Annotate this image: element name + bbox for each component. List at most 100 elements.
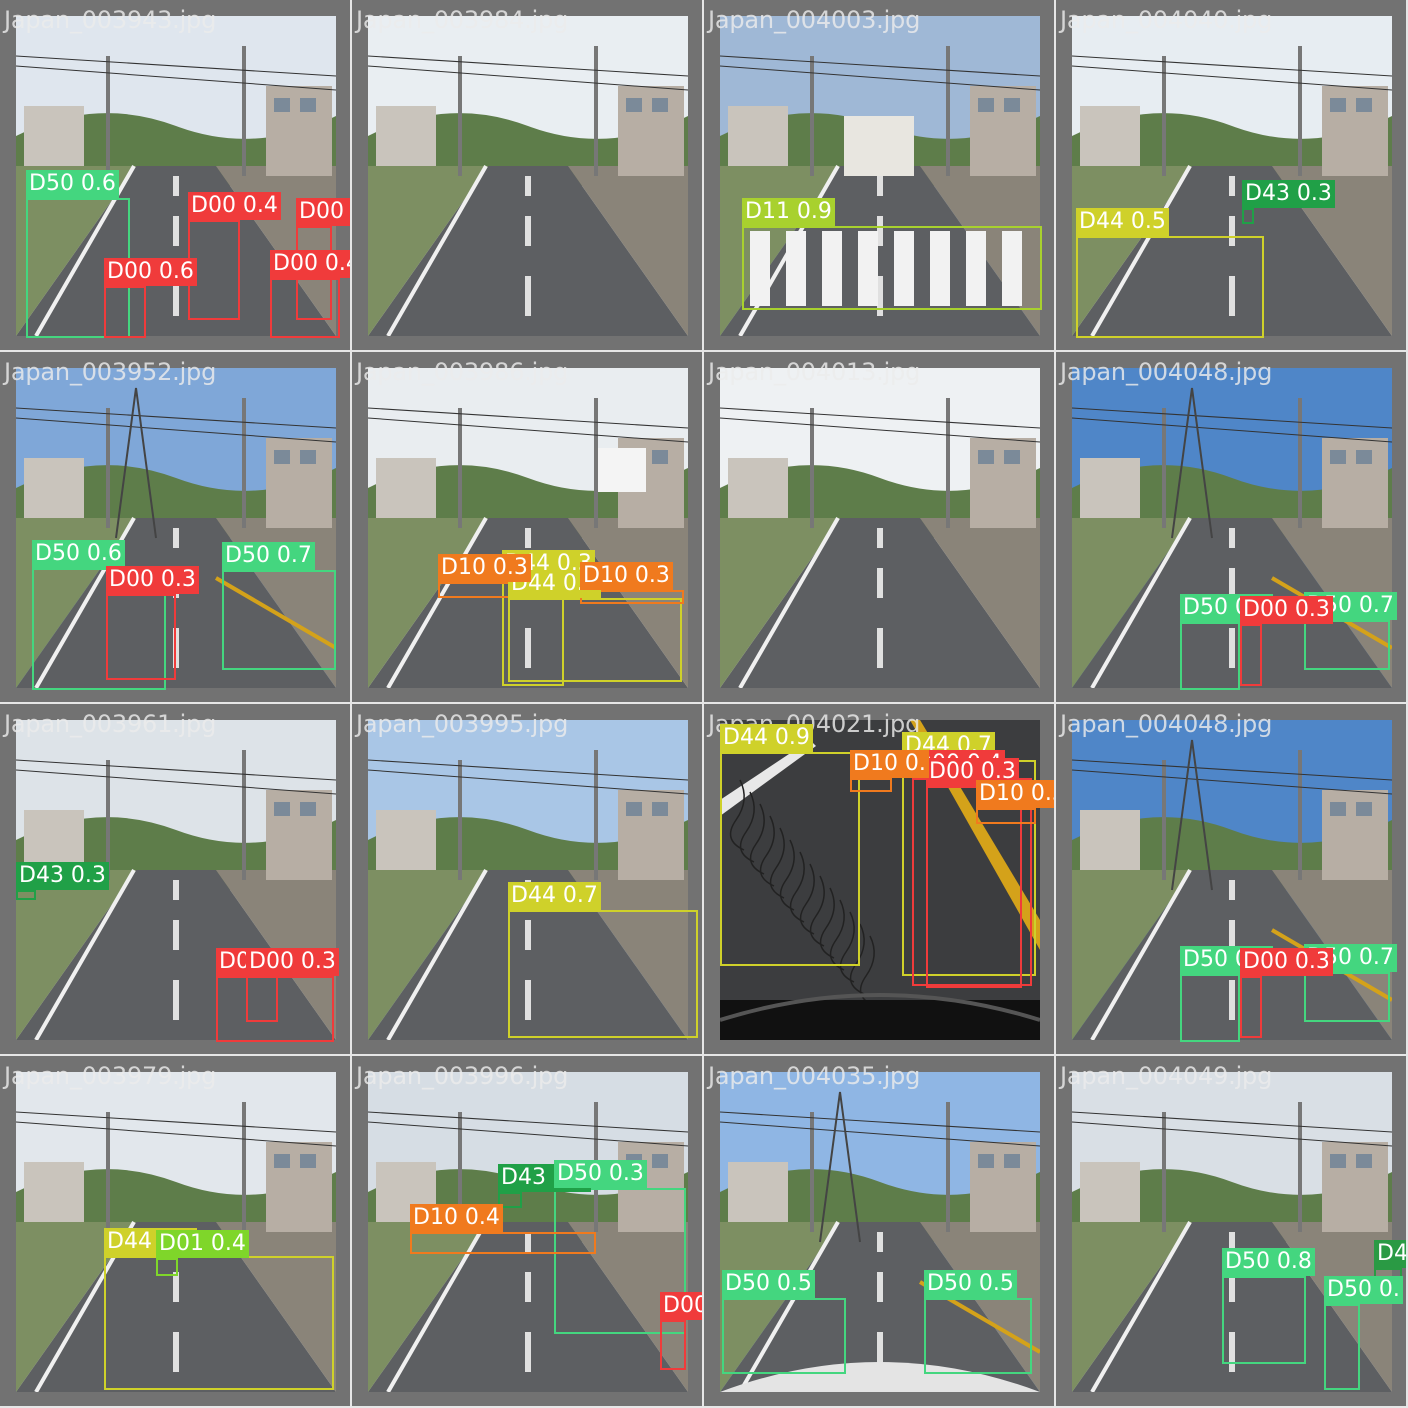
bounding-box xyxy=(104,1256,334,1390)
detection-label: D10 0.4 xyxy=(410,1204,503,1232)
bounding-box xyxy=(508,598,682,682)
detection-label: D43 0.3 xyxy=(1242,180,1335,208)
detection-label: D00 0.4 xyxy=(188,192,281,220)
detection-label: D11 0.9 xyxy=(742,198,835,226)
bounding-box xyxy=(1240,976,1262,1038)
detection-label: D50 0.7 xyxy=(222,542,315,570)
detection-label: D50 0.6 xyxy=(32,540,125,568)
detection-label: D4 xyxy=(1374,1240,1406,1268)
bounding-box xyxy=(1304,620,1390,670)
filename-caption: Japan_003979.jpg xyxy=(4,1062,217,1090)
bounding-box xyxy=(270,278,340,338)
bounding-box xyxy=(32,568,166,690)
bounding-box xyxy=(156,1258,178,1276)
image-tile: D44 0.7 Japan_003995.jpg xyxy=(352,704,704,1056)
road-photo xyxy=(368,16,688,336)
bounding-box xyxy=(976,808,1036,824)
detection-label: D00 0.5 xyxy=(660,1292,702,1320)
image-tile: D44 0.5 D43 0.3 Japan_004040.jpg xyxy=(1056,0,1408,352)
bounding-box xyxy=(16,890,36,900)
bounding-box xyxy=(722,1298,846,1374)
bounding-box xyxy=(1222,1276,1306,1364)
bounding-box xyxy=(508,910,698,1038)
detection-label: D50 0.6 xyxy=(26,170,119,198)
filename-caption: Japan_004003.jpg xyxy=(708,6,921,34)
detection-label: D50 0. xyxy=(1324,1276,1403,1304)
bounding-box xyxy=(1324,1304,1360,1390)
filename-caption: Japan_003995.jpg xyxy=(356,710,569,738)
road-photo xyxy=(1072,720,1392,1040)
bounding-box xyxy=(1304,972,1390,1022)
filename-caption: Japan_003986.jpg xyxy=(356,358,569,386)
bounding-box xyxy=(1180,622,1240,690)
bounding-box xyxy=(554,1188,686,1334)
filename-caption: Japan_003996.jpg xyxy=(356,1062,569,1090)
road-photo xyxy=(720,1072,1040,1392)
detection-label: D50 0.5 xyxy=(924,1270,1017,1298)
bounding-box xyxy=(106,594,176,680)
detection-label: D10 0.3 xyxy=(438,554,531,582)
filename-caption: Japan_004049.jpg xyxy=(1060,1062,1273,1090)
filename-caption: Japan_003961.jpg xyxy=(4,710,217,738)
road-photo xyxy=(720,368,1040,688)
detection-label: D44 0.5 xyxy=(1076,208,1169,236)
bounding-box xyxy=(1240,624,1262,686)
detection-label: D00 0.3 xyxy=(1240,596,1333,624)
filename-caption: Japan_004035.jpg xyxy=(708,1062,921,1090)
road-photo xyxy=(720,16,1040,336)
bounding-box xyxy=(1180,974,1240,1042)
bounding-box xyxy=(498,1192,522,1208)
bounding-box xyxy=(926,786,1022,988)
detection-label: D50 0.8 xyxy=(1222,1248,1315,1276)
filename-caption: Japan_004040.jpg xyxy=(1060,6,1273,34)
detection-label: D10 0. xyxy=(850,750,929,778)
detection-label: D44 0.9 xyxy=(720,724,813,752)
bounding-box xyxy=(924,1298,1032,1374)
road-photo xyxy=(1072,16,1392,336)
detection-label: D10 0.3 xyxy=(580,562,673,590)
road-photo xyxy=(368,720,688,1040)
detection-label: D50 0.3 xyxy=(554,1160,647,1188)
bounding-box xyxy=(660,1320,686,1370)
bounding-box xyxy=(1242,208,1254,224)
detection-label: D10 0.5 xyxy=(976,780,1054,808)
bounding-box xyxy=(742,226,1042,310)
detection-label: D00 0.4 xyxy=(270,250,350,278)
detection-label: D00 0.6 xyxy=(104,258,197,286)
image-tile: Japan_004013.jpg xyxy=(704,352,1056,704)
detection-label: D50 0.5 xyxy=(722,1270,815,1298)
filename-caption: Japan_004048.jpg xyxy=(1060,358,1273,386)
detection-label: D00 0.3 xyxy=(1240,948,1333,976)
detection-label: D44 0.7 xyxy=(508,882,601,910)
detection-label: D00 0.3 xyxy=(246,948,339,976)
road-photo xyxy=(16,16,336,336)
road-photo xyxy=(16,368,336,688)
detection-label: D00 0.3 xyxy=(296,198,350,226)
bounding-box xyxy=(410,1232,596,1254)
bounding-box xyxy=(246,976,278,1022)
filename-caption: Japan_003952.jpg xyxy=(4,358,217,386)
bounding-box xyxy=(222,570,336,670)
image-tile: D11 0.9 Japan_004003.jpg xyxy=(704,0,1056,352)
filename-caption: Japan_004048.jpg xyxy=(1060,710,1273,738)
bounding-box xyxy=(850,778,892,792)
image-tile: D50 0.5 D50 0.5 Japan_004035.jpg xyxy=(704,1056,1056,1408)
filename-caption: Japan_003943.jpg xyxy=(4,6,217,34)
image-tile: Japan_003984.jpg xyxy=(352,0,704,352)
bounding-box xyxy=(1076,236,1264,338)
bounding-box xyxy=(720,752,860,966)
detection-label: D43 0.3 xyxy=(16,862,109,890)
bounding-box xyxy=(104,286,146,338)
detection-label: D00 0.3 xyxy=(106,566,199,594)
filename-caption: Japan_004013.jpg xyxy=(708,358,921,386)
